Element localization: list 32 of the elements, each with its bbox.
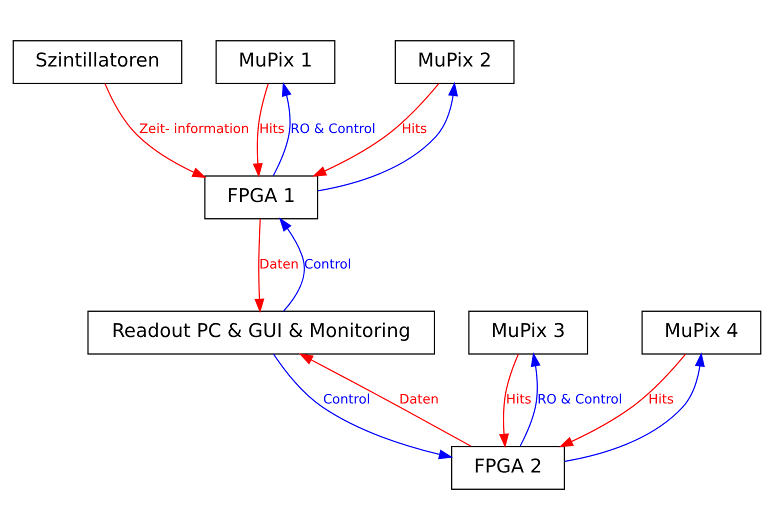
edge-label: Hits (648, 392, 674, 408)
arrow (273, 354, 454, 460)
node-box: FPGA 1 (204, 175, 318, 220)
edge-label: Control (304, 257, 352, 272)
edge-label: RO & Control (290, 122, 376, 138)
node-box: MuPix 2 (394, 40, 515, 84)
edge-label: Daten (399, 392, 439, 408)
edge-label: Zeit- information (139, 122, 250, 138)
arrow (298, 353, 472, 447)
arrow (312, 83, 440, 177)
edge-label: RO & Control (537, 392, 622, 408)
arrow (520, 352, 541, 446)
node-box: FPGA 2 (451, 446, 565, 490)
edge-label: Hits (402, 122, 427, 138)
edge-label: Daten (259, 257, 299, 272)
node-box: MuPix 1 (216, 40, 336, 84)
arrow (564, 352, 705, 462)
node-box: MuPix 3 (468, 310, 588, 355)
arrow (252, 84, 269, 178)
arrow (499, 354, 519, 448)
arrow (104, 83, 206, 178)
edge-label: Hits (506, 392, 532, 408)
arrow (318, 82, 458, 192)
arrow (558, 354, 686, 448)
arrow (272, 82, 292, 176)
edge-label: Control (323, 392, 370, 408)
node-box: Szintillatoren (12, 40, 182, 84)
node-box: Readout PC & GUI & Monitoring (87, 310, 436, 355)
edge-label: Hits (259, 122, 285, 138)
arrow (279, 217, 305, 312)
arrow (254, 218, 264, 313)
node-box: MuPix 4 (642, 310, 762, 355)
